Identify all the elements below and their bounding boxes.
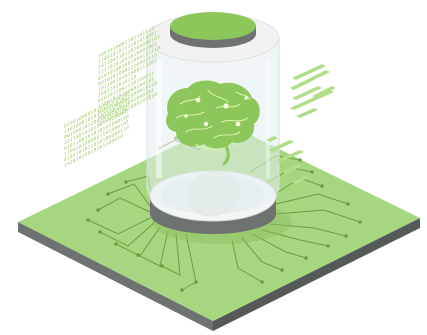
board-side-left xyxy=(18,222,213,331)
data-bars-top-right xyxy=(290,64,336,118)
binary-code-mid: 0100100001011101110100110100010101111110… xyxy=(64,91,129,169)
brain-shape xyxy=(166,80,260,149)
brain-neurons xyxy=(184,96,248,127)
brain-folds xyxy=(175,89,251,156)
board-side-right xyxy=(213,218,420,331)
brain xyxy=(160,80,264,166)
glass-highlight xyxy=(156,60,162,178)
lid-cap-top xyxy=(170,12,256,40)
jar-lid xyxy=(146,12,280,63)
data-bars-mid-right xyxy=(266,136,308,184)
brain-stem xyxy=(222,144,230,166)
circuit-nodes xyxy=(86,136,362,292)
